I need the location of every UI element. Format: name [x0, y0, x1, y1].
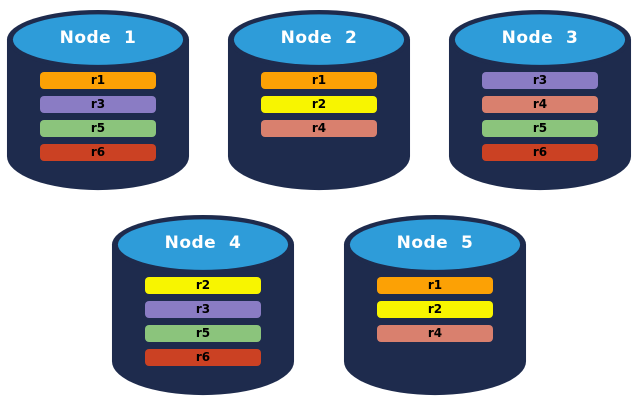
replica-list: r1 r2 r4: [261, 72, 377, 137]
replica-bar-r1: r1: [377, 277, 493, 294]
replica-bar-r4: r4: [261, 120, 377, 137]
replica-bar-r5: r5: [40, 120, 156, 137]
replica-bar-r3: r3: [482, 72, 598, 89]
database-node: Node 1 r1 r3 r5 r6: [4, 8, 192, 196]
replica-bar-r3: r3: [145, 301, 261, 318]
replica-bar-r2: r2: [145, 277, 261, 294]
replica-bar-r5: r5: [145, 325, 261, 342]
database-node: Node 4 r2 r3 r5 r6: [109, 213, 297, 401]
replica-list: r2 r3 r5 r6: [145, 277, 261, 366]
replica-bar-r1: r1: [40, 72, 156, 89]
replica-bar-r3: r3: [40, 96, 156, 113]
replica-bar-r2: r2: [377, 301, 493, 318]
node-row: Node 4 r2 r3 r5 r6 Node 5 r1 r2 r4: [0, 213, 638, 401]
replica-bar-r6: r6: [482, 144, 598, 161]
replica-list: r1 r3 r5 r6: [40, 72, 156, 161]
database-node: Node 2 r1 r2 r4: [225, 8, 413, 196]
replica-bar-r6: r6: [145, 349, 261, 366]
replica-list: r3 r4 r5 r6: [482, 72, 598, 161]
node-label: Node 3: [501, 28, 579, 48]
replica-bar-r2: r2: [261, 96, 377, 113]
node-label: Node 5: [396, 233, 474, 253]
replica-bar-r4: r4: [482, 96, 598, 113]
database-node: Node 3 r3 r4 r5 r6: [446, 8, 634, 196]
replica-bar-r6: r6: [40, 144, 156, 161]
node-label: Node 4: [164, 233, 242, 253]
replica-bar-r1: r1: [261, 72, 377, 89]
replica-bar-r5: r5: [482, 120, 598, 137]
database-node: Node 5 r1 r2 r4: [341, 213, 529, 401]
replica-bar-r4: r4: [377, 325, 493, 342]
node-label: Node 1: [59, 28, 137, 48]
replica-list: r1 r2 r4: [377, 277, 493, 342]
node-label: Node 2: [280, 28, 358, 48]
